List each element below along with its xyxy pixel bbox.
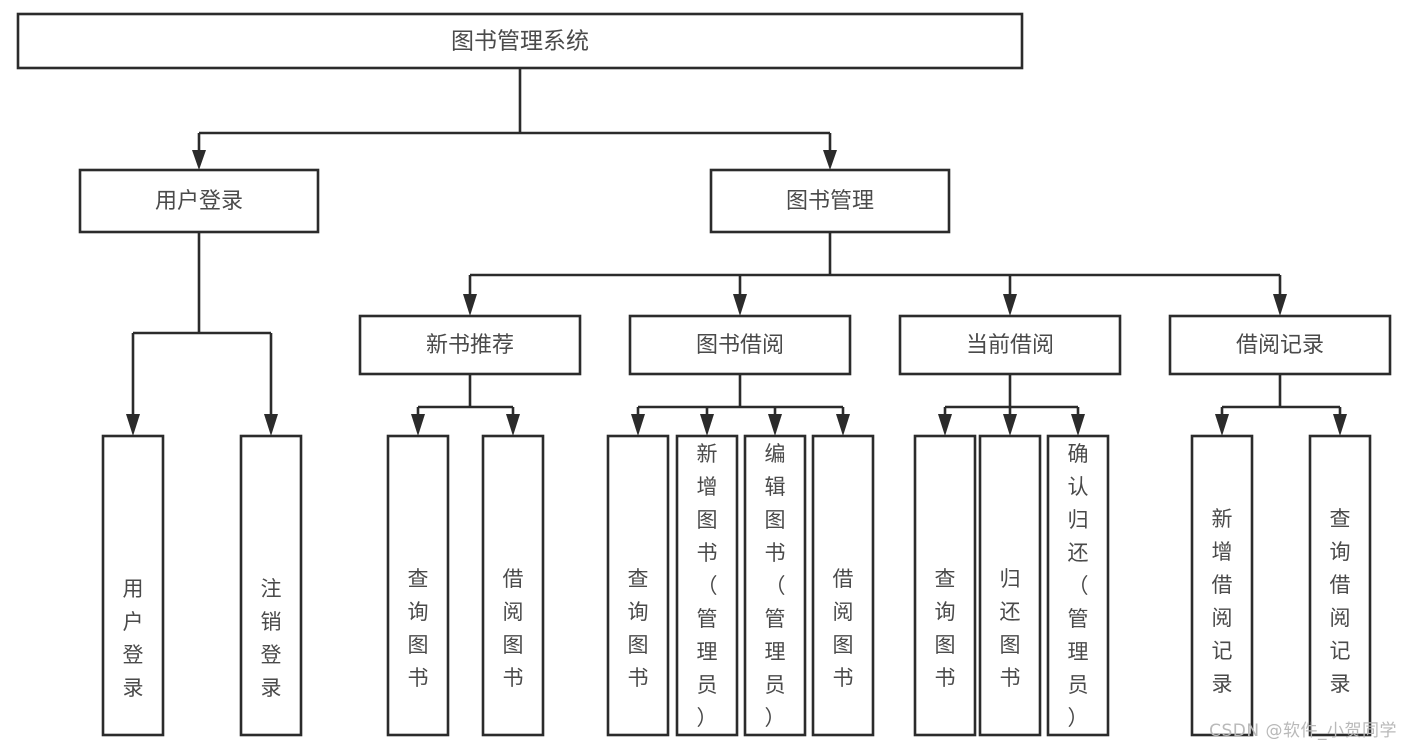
node-leaf-return-book[interactable]: 归还图书	[978, 434, 1042, 737]
node-leaf-confirm-return-label: 确认归还（管理员）	[1068, 442, 1089, 730]
node-leaf-query-record[interactable]: 查询借阅记录	[1308, 434, 1372, 737]
node-leaf-logout-login-label: 注销登录	[261, 577, 282, 700]
node-book-manage-box[interactable]	[709, 168, 951, 234]
node-book-borrow[interactable]: 图书借阅	[628, 314, 852, 376]
node-borrow-record-box[interactable]	[1168, 314, 1392, 376]
node-current-borrow-box[interactable]	[898, 314, 1122, 376]
node-leaf-return-book-label: 归还图书	[1000, 567, 1021, 690]
arrowhead-current-borrow	[1003, 294, 1017, 316]
node-leaf-query-record-label: 查询借阅记录	[1330, 507, 1351, 696]
node-book-borrow-label: 图书借阅	[696, 333, 784, 358]
node-leaf-borrow-book-1[interactable]: 借阅图书	[481, 434, 545, 737]
arrowhead-new-book-recommend	[463, 294, 477, 316]
node-book-manage[interactable]: 图书管理	[709, 168, 951, 234]
node-new-book-recommend-label: 新书推荐	[426, 333, 514, 358]
node-leaf-return-book-box[interactable]	[978, 434, 1042, 737]
arrowhead-leaf-user-login	[126, 414, 140, 436]
arrowhead-leaf-add-book	[700, 414, 714, 436]
node-book-borrow-box[interactable]	[628, 314, 852, 376]
connector-group-book-manage	[463, 232, 1287, 316]
node-root-label: 图书管理系统	[451, 29, 589, 55]
node-leaf-borrow-book-1-box[interactable]	[481, 434, 545, 737]
node-leaf-add-record-box[interactable]	[1190, 434, 1254, 737]
node-leaf-query-book-2[interactable]: 查询图书	[606, 434, 670, 737]
connector-group-book-borrow	[631, 374, 850, 436]
arrowhead-leaf-query-book-2	[631, 414, 645, 436]
node-leaf-query-book-3[interactable]: 查询图书	[913, 434, 977, 737]
connector-group-root	[192, 68, 837, 170]
node-current-borrow[interactable]: 当前借阅	[898, 314, 1122, 376]
arrowhead-leaf-query-book-1	[411, 414, 425, 436]
arrowhead-leaf-return-book	[1003, 414, 1017, 436]
arrowhead-user-login	[192, 150, 206, 170]
node-leaf-query-book-3-label: 查询图书	[935, 567, 956, 690]
arrowhead-leaf-borrow-book-1	[506, 414, 520, 436]
csdn-watermark: CSDN @软件_小贺同学	[1209, 721, 1397, 741]
node-leaf-query-book-1-box[interactable]	[386, 434, 450, 737]
node-user-login-box[interactable]	[78, 168, 320, 234]
node-leaf-borrow-book-2-label: 借阅图书	[833, 567, 854, 690]
node-leaf-confirm-return-box[interactable]	[1046, 434, 1110, 737]
node-leaf-user-login[interactable]: 用户登录	[101, 434, 165, 737]
node-leaf-edit-book[interactable]: 编辑图书（管理员）	[743, 434, 807, 737]
node-leaf-add-book-label: 新增图书（管理员）	[697, 442, 718, 730]
node-leaf-borrow-book-2-box[interactable]	[811, 434, 875, 737]
node-leaf-add-record-label: 新增借阅记录	[1212, 507, 1233, 696]
node-root-box[interactable]	[16, 12, 1024, 70]
arrowhead-book-borrow	[733, 294, 747, 316]
arrowhead-leaf-add-record	[1215, 414, 1229, 436]
node-user-login-label: 用户登录	[155, 189, 243, 214]
node-leaf-confirm-return[interactable]: 确认归还（管理员）	[1046, 434, 1110, 737]
arrowhead-leaf-borrow-book-2	[836, 414, 850, 436]
node-leaf-logout-login[interactable]: 注销登录	[239, 434, 303, 737]
node-leaf-add-book-box[interactable]	[675, 434, 739, 737]
node-leaf-add-record[interactable]: 新增借阅记录	[1190, 434, 1254, 737]
node-leaf-query-book-3-box[interactable]	[913, 434, 977, 737]
node-leaf-user-login-label: 用户登录	[123, 577, 144, 700]
arrowhead-leaf-logout-login	[264, 414, 278, 436]
node-user-login[interactable]: 用户登录	[78, 168, 320, 234]
arrowhead-book-manage	[823, 150, 837, 170]
node-current-borrow-label: 当前借阅	[966, 333, 1054, 358]
node-leaf-query-record-box[interactable]	[1308, 434, 1372, 737]
node-borrow-record[interactable]: 借阅记录	[1168, 314, 1392, 376]
node-leaf-query-book-1-label: 查询图书	[408, 567, 429, 690]
arrowhead-leaf-confirm-return	[1071, 414, 1085, 436]
node-new-book-recommend-box[interactable]	[358, 314, 582, 376]
node-leaf-query-book-2-label: 查询图书	[628, 567, 649, 690]
node-new-book-recommend[interactable]: 新书推荐	[358, 314, 582, 376]
node-leaf-edit-book-box[interactable]	[743, 434, 807, 737]
arrowhead-leaf-query-book-3	[938, 414, 952, 436]
node-leaf-add-book[interactable]: 新增图书（管理员）	[675, 434, 739, 737]
node-book-manage-label: 图书管理	[786, 189, 874, 214]
node-leaf-user-login-box[interactable]	[101, 434, 165, 737]
node-leaf-logout-login-box[interactable]	[239, 434, 303, 737]
arrowhead-leaf-query-record	[1333, 414, 1347, 436]
node-leaf-query-book-1[interactable]: 查询图书	[386, 434, 450, 737]
node-leaf-query-book-2-box[interactable]	[606, 434, 670, 737]
connector-group-current-borrow	[938, 374, 1085, 436]
connector-group-new-book-recommend	[411, 374, 520, 436]
arrowhead-leaf-edit-book	[768, 414, 782, 436]
connector-group-borrow-record	[1215, 374, 1347, 436]
node-root[interactable]: 图书管理系统	[16, 12, 1024, 70]
node-leaf-edit-book-label: 编辑图书（管理员）	[765, 442, 786, 730]
node-leaf-borrow-book-1-label: 借阅图书	[503, 567, 524, 690]
node-leaf-borrow-book-2[interactable]: 借阅图书	[811, 434, 875, 737]
node-borrow-record-label: 借阅记录	[1236, 333, 1324, 358]
connector-group-user-login	[126, 232, 278, 436]
arrowhead-borrow-record	[1273, 294, 1287, 316]
